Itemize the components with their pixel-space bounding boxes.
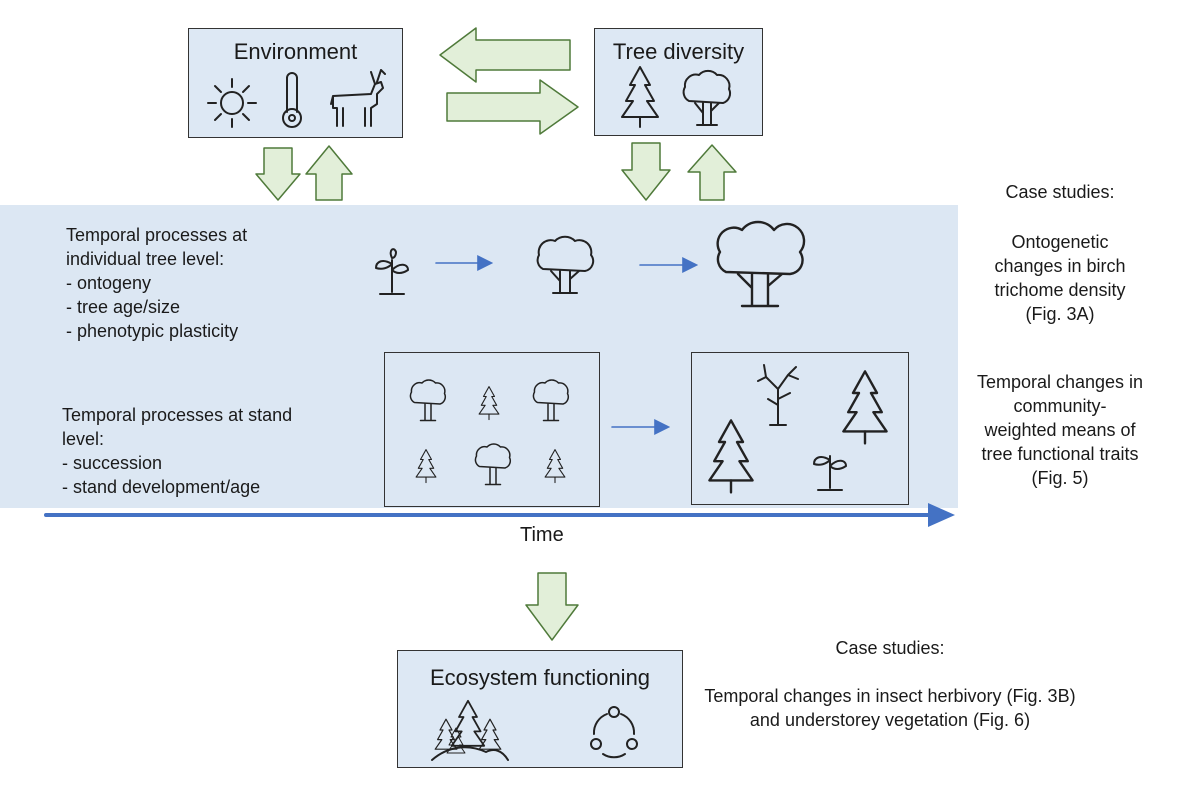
case-studies-heading-bottom: Case studies: <box>835 638 945 658</box>
case-study-line: (Fig. 3A) <box>1025 304 1095 324</box>
individual-level-text: Temporal processes at individual tree le… <box>66 223 247 343</box>
conifer-icon <box>842 370 888 445</box>
conifer-icon <box>621 66 659 128</box>
tree-diversity-title: Tree diversity <box>612 39 745 64</box>
arrow-down-to-ecosystem <box>525 572 579 641</box>
case-study-community-weighted: Temporal changes in community- weighted … <box>955 370 1165 490</box>
broadleaf-tree-icon <box>682 69 732 126</box>
case-study-herbivory: Temporal changes in insect herbivory (Fi… <box>690 684 1090 732</box>
case-study-line: changes in birch <box>994 256 1126 276</box>
conifer-icon <box>415 449 437 484</box>
environment-title: Environment <box>233 39 358 64</box>
stand-heading-1: Temporal processes at stand <box>62 405 293 425</box>
arrow-left-to-environment <box>439 27 571 83</box>
young-stand-frame <box>384 352 600 507</box>
arrow-up-to-environment <box>305 145 353 201</box>
cycle-icon <box>590 706 638 759</box>
time-axis-arrow <box>44 503 955 527</box>
broadleaf-tree-icon <box>532 379 569 422</box>
case-study-line: Temporal changes in <box>976 372 1144 392</box>
small-tree-icon <box>536 235 595 294</box>
individual-heading-2: individual tree level: <box>66 249 225 269</box>
forest-hills-icon <box>431 699 509 761</box>
old-stand-frame <box>691 352 909 505</box>
broadleaf-tree-icon <box>474 443 511 486</box>
sapling-icon <box>813 455 847 491</box>
case-study-line: tree functional traits <box>981 444 1139 464</box>
stand-item: - succession <box>62 453 163 473</box>
case-study-line: weighted means of <box>984 420 1136 440</box>
case-study-line: (Fig. 5) <box>1031 468 1089 488</box>
arrow-right-to-tree-diversity <box>446 79 579 135</box>
case-study-line: Temporal changes in insect herbivory (Fi… <box>704 686 1076 706</box>
dead-tree-icon <box>757 364 799 426</box>
arrow-down-from-environment <box>255 147 301 201</box>
stand-heading-2: level: <box>62 429 105 449</box>
old-stand-trees <box>708 364 888 494</box>
sapling-icon <box>375 248 409 295</box>
case-study-line: community- <box>1013 396 1107 416</box>
individual-item: - ontogeny <box>66 273 152 293</box>
large-tree-icon <box>716 220 806 308</box>
arrow-up-to-tree-diversity <box>687 144 737 201</box>
environment-box: Environment <box>188 28 403 138</box>
thermometer-icon <box>282 72 302 128</box>
individual-item: - tree age/size <box>66 297 181 317</box>
sun-icon <box>207 78 257 128</box>
individual-heading-1: Temporal processes at <box>66 225 248 245</box>
stand-item: - stand development/age <box>62 477 261 497</box>
time-label: Time <box>520 524 564 546</box>
deer-icon <box>330 69 386 127</box>
case-study-ontogenetic: Ontogenetic changes in birch trichome de… <box>960 230 1160 326</box>
case-study-line: Ontogenetic <box>1011 232 1109 252</box>
conifer-icon <box>544 449 566 484</box>
conifer-icon <box>708 419 754 494</box>
case-study-line: and understorey vegetation (Fig. 6) <box>749 710 1031 730</box>
ecosystem-functioning-title: Ecosystem functioning <box>429 665 651 690</box>
arrow-down-from-tree-diversity <box>621 142 671 201</box>
stand-level-text: Temporal processes at stand level: - suc… <box>62 403 292 499</box>
young-stand-trees <box>409 379 569 486</box>
individual-item: - phenotypic plasticity <box>66 321 239 341</box>
case-studies-heading-top: Case studies: <box>1005 182 1115 202</box>
conifer-icon <box>478 386 500 421</box>
case-study-line: trichome density <box>994 280 1126 300</box>
broadleaf-tree-icon <box>409 379 446 422</box>
